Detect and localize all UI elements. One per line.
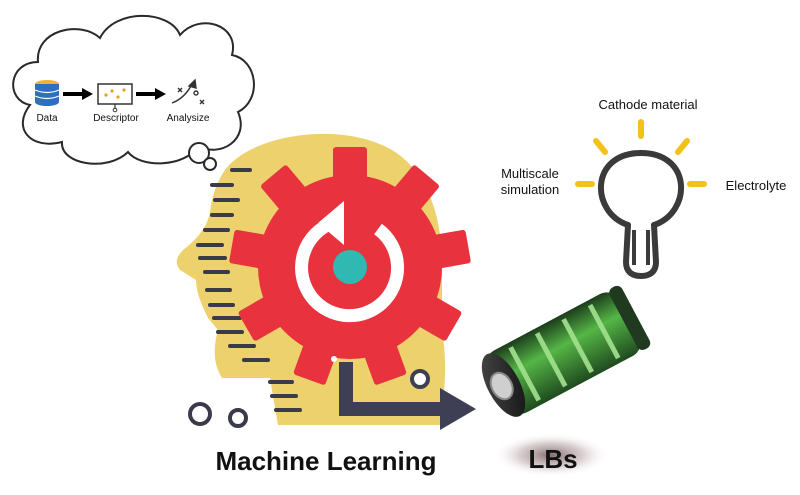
cloud-bubble-large xyxy=(188,142,210,164)
label-multiscale: Multiscale xyxy=(501,166,559,181)
label-cathode-material: Cathode material xyxy=(599,97,698,112)
chart-icon xyxy=(97,83,133,113)
label-simulation: simulation xyxy=(501,182,560,197)
pipeline-label-analysize: Analysize xyxy=(167,113,210,124)
caption-battery: LBs xyxy=(528,444,577,474)
pipeline-label-data: Data xyxy=(36,113,58,124)
gear-hub xyxy=(333,250,367,284)
circuit-lines xyxy=(196,168,302,412)
caption-machine-learning: Machine Learning xyxy=(215,446,436,476)
head-circle-1 xyxy=(188,402,212,426)
gear-icon xyxy=(229,147,471,385)
cloud-shape xyxy=(12,15,255,165)
label-electrolyte: Electrolyte xyxy=(726,178,787,193)
pipeline-arrow-1 xyxy=(63,88,93,100)
head-circle-2 xyxy=(228,408,248,428)
database-icon xyxy=(34,80,60,106)
pipeline-label-descriptor: Descriptor xyxy=(93,113,139,124)
pipeline-arrow-2 xyxy=(136,88,166,100)
lightbulb-icon xyxy=(575,119,707,279)
battery-shadow xyxy=(493,433,609,477)
refresh-icon xyxy=(295,201,405,323)
ml-to-battery-arrow xyxy=(339,362,476,430)
battery-icon xyxy=(481,285,651,477)
thought-cloud: Data Descriptor Analysize xyxy=(12,15,255,171)
scatter-icon xyxy=(171,78,205,105)
cloud-bubble-small xyxy=(203,157,217,171)
